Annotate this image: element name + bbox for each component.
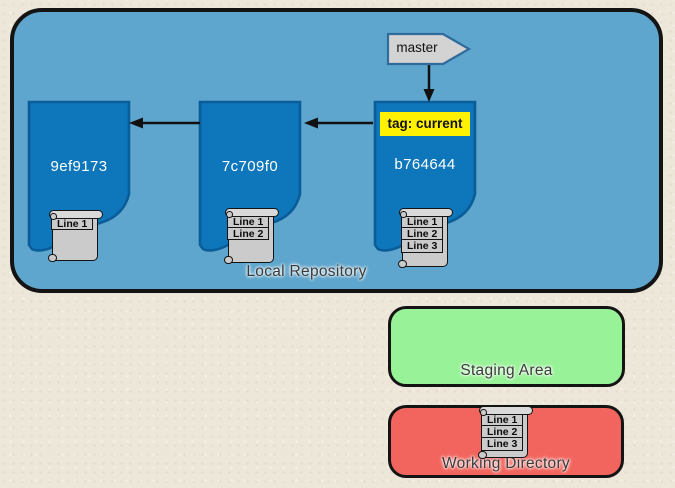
scroll-curl-icon [224,255,233,264]
staging-area-label: Staging Area [460,362,553,379]
working-directory-label: Working Directory [442,455,570,472]
branch-pointer-master: master [386,31,472,67]
tag-badge: tag: current [380,112,470,136]
branch-label: master [396,40,438,55]
scroll-curl-icon [48,253,57,262]
file-scroll-commit3: Line 1 Line 2 Line 3 [398,208,453,268]
branch-pentagon-shape [386,32,472,66]
commit-hash: 9ef9173 [50,158,108,175]
file-line: Line 2 [481,424,523,439]
scroll-top-roll [225,208,279,218]
scroll-curl-icon [398,259,407,268]
arrow-commit2-to-commit1 [129,117,200,129]
file-scroll-commit2: Line 1 Line 2 [224,208,279,264]
scroll-curl-icon [400,211,407,218]
scroll-curl-icon [226,211,233,218]
scroll-paper: Line 1 [51,216,98,261]
scroll-curl-icon [50,213,57,220]
file-line: Line 3 [401,238,443,253]
staging-area-box: Staging Area [388,306,625,387]
scroll-curl-icon [480,409,487,416]
scroll-top-roll [399,208,453,218]
arrow-master-to-commit [423,65,435,102]
file-line: Line 2 [401,226,443,241]
scroll-top-roll [49,210,103,220]
scroll-curl-icon [478,450,487,459]
file-line: Line 3 [481,436,523,451]
commit-hash: 7c709f0 [221,158,279,175]
file-line: Line 2 [227,226,269,241]
scroll-paper: Line 1 Line 2 Line 3 [481,412,528,458]
scroll-paper: Line 1 Line 2 Line 3 [401,214,448,267]
scroll-paper: Line 1 Line 2 [227,214,274,263]
file-scroll-working-directory: Line 1 Line 2 Line 3 [478,406,533,459]
arrow-commit3-to-commit2 [304,117,373,129]
scroll-top-roll [479,406,533,416]
file-scroll-commit1: Line 1 [48,210,103,262]
commit-hash: b764644 [394,156,456,173]
local-repository-label: Local Repository [246,263,367,280]
